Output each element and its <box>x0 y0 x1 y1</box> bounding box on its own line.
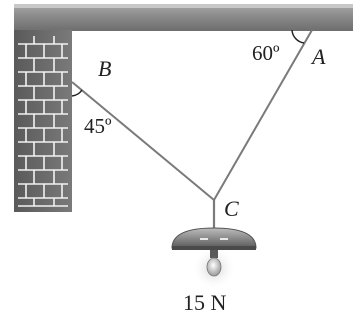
label-point-c: C <box>224 196 239 221</box>
cable-bc <box>71 81 215 201</box>
brick-wall <box>14 30 72 212</box>
lamp <box>171 227 257 290</box>
lamp-shade <box>171 227 257 249</box>
angle-arc-a <box>291 29 305 44</box>
angle-arc-b <box>71 89 83 97</box>
ceiling <box>14 4 353 31</box>
label-angle-b: 45º <box>84 114 112 138</box>
label-point-b: B <box>98 56 112 81</box>
label-angle-a: 60º <box>252 41 280 65</box>
label-load: 15 N <box>183 290 227 315</box>
cable-ac <box>213 29 313 201</box>
light-bulb <box>206 257 222 277</box>
label-point-a: A <box>312 44 326 69</box>
